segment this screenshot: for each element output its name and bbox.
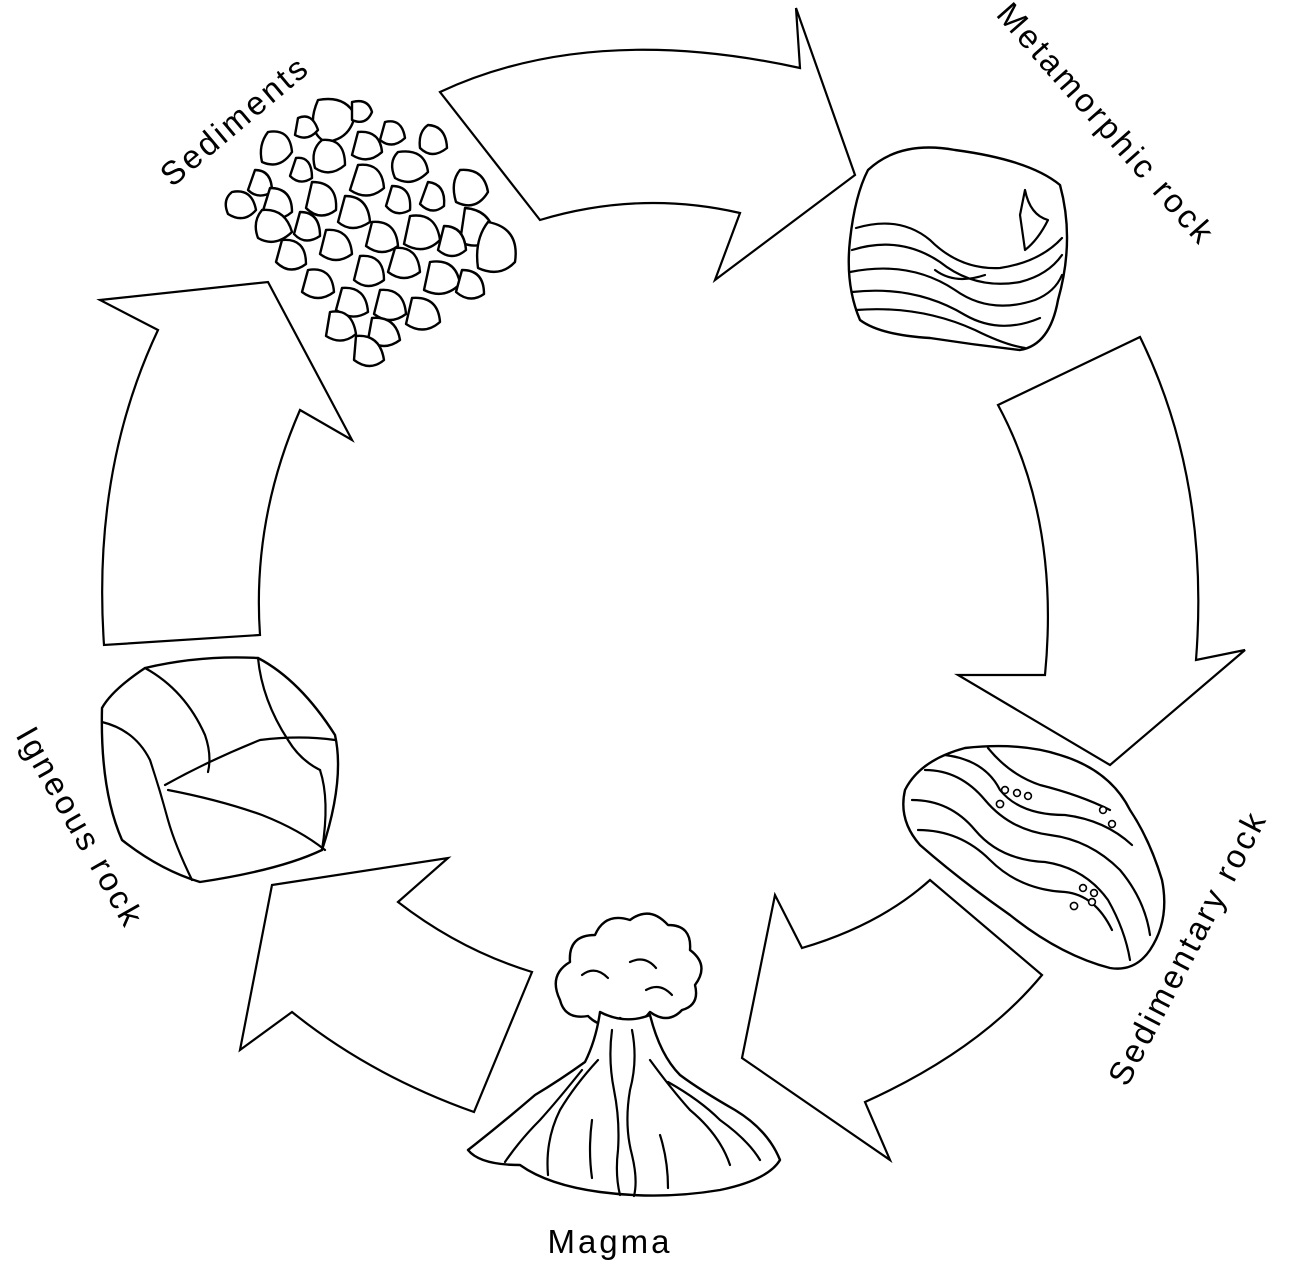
sedimentary-rock-illustration bbox=[902, 744, 1166, 970]
arrow-magma-to-igneous bbox=[238, 856, 534, 1114]
arrow-sediments-to-metamorphic bbox=[438, 7, 857, 284]
cycle-arrows bbox=[96, 7, 1246, 1164]
sediments-illustration bbox=[224, 97, 517, 368]
arrow-igneous-to-sediments bbox=[96, 280, 355, 647]
arrow-sedimentary-to-magma bbox=[740, 878, 1044, 1164]
igneous-rock-illustration bbox=[100, 656, 340, 884]
metamorphic-rock-illustration bbox=[847, 146, 1069, 352]
label-magma: Magma bbox=[547, 1223, 672, 1260]
magma-volcano-illustration bbox=[466, 912, 782, 1198]
arrow-metamorphic-to-sedimentary bbox=[953, 335, 1246, 767]
